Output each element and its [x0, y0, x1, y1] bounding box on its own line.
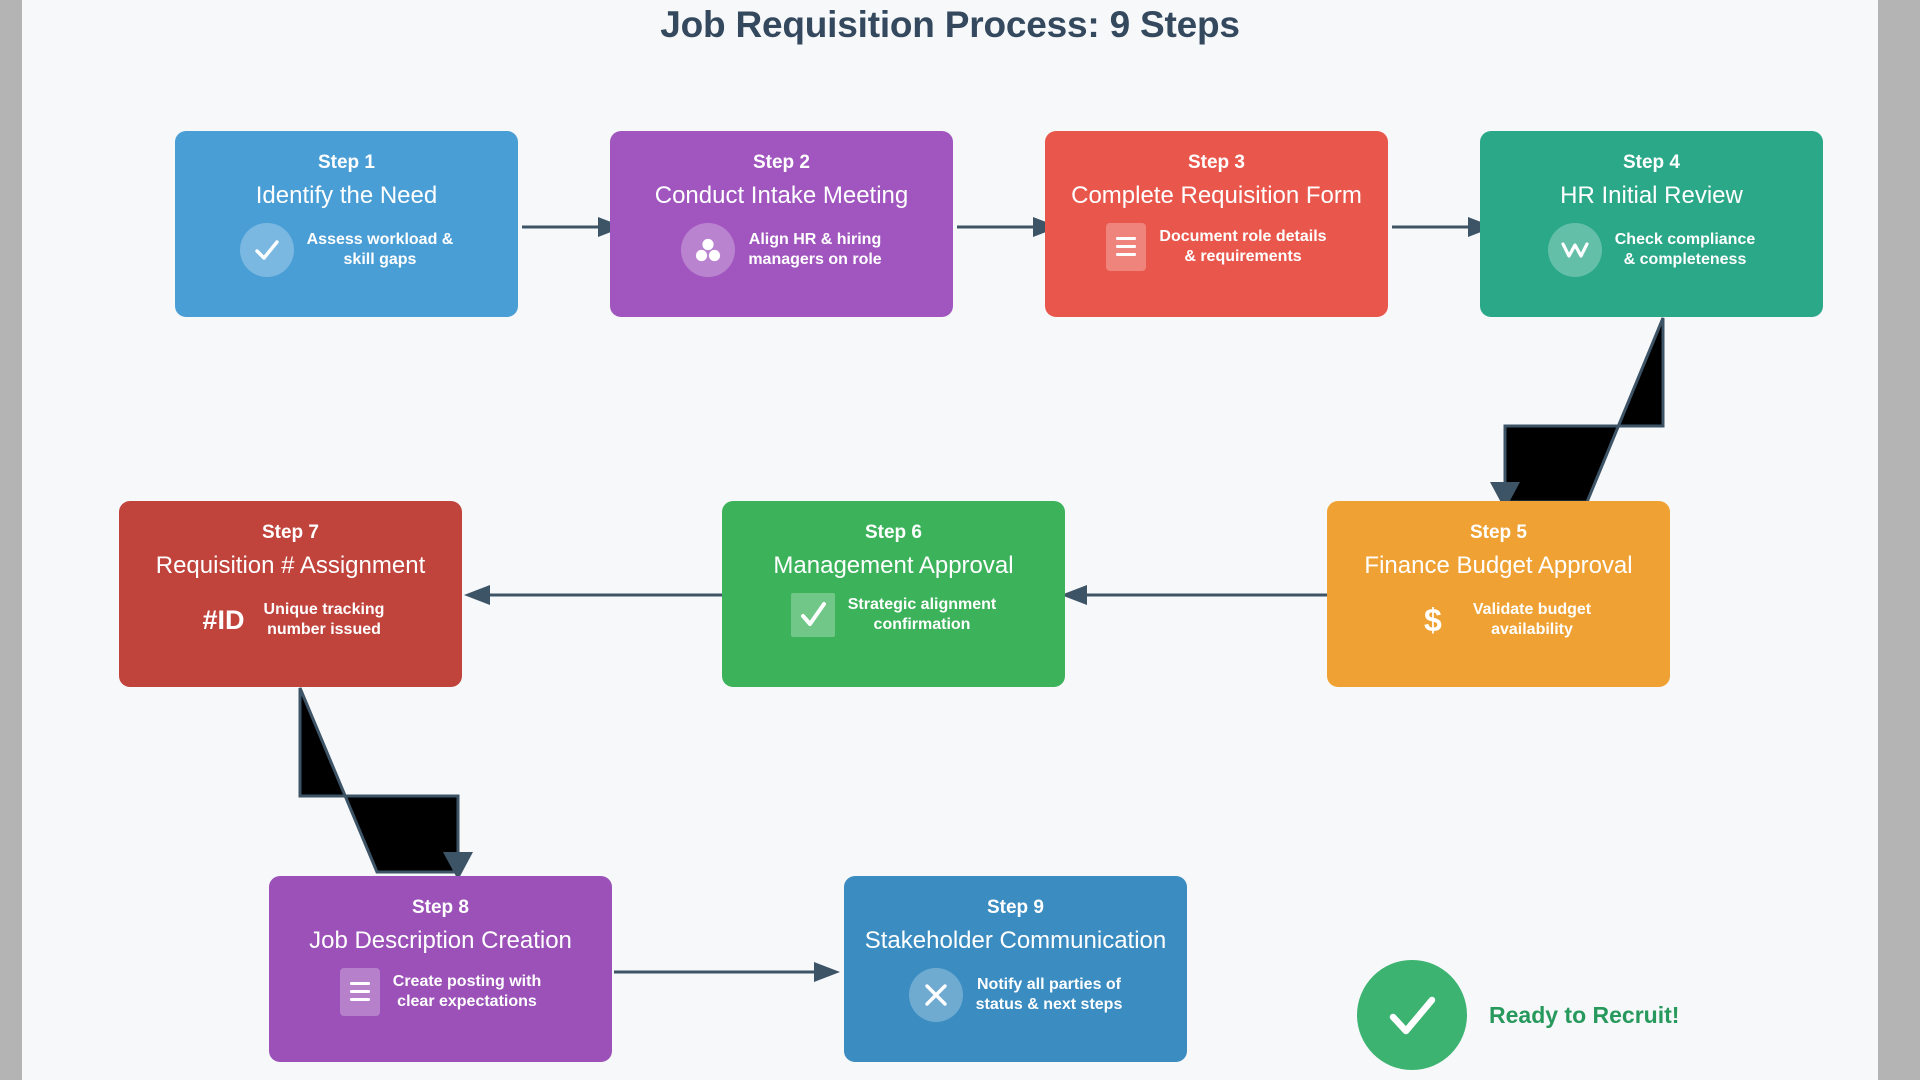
step-body: Create posting with clear expectations: [269, 968, 612, 1016]
step-body: Check compliance & completeness: [1480, 223, 1823, 277]
step-title: Identify the Need: [255, 182, 438, 209]
step-body: $ Validate budget availability: [1327, 593, 1670, 647]
step-title: Management Approval: [773, 552, 1014, 579]
step-description: Validate budget availability: [1472, 600, 1592, 638]
step-title: Finance Budget Approval: [1364, 552, 1633, 579]
step-body: Document role details & requirements: [1045, 223, 1388, 271]
step-title: Conduct Intake Meeting: [654, 182, 909, 209]
document-lines-icon: [1106, 223, 1147, 271]
id-hash-label: #ID: [202, 604, 245, 635]
dollar-sign-icon: $: [1423, 602, 1442, 638]
broadcast-cross-icon: [908, 968, 963, 1022]
step-description: Assess workload & skill gaps: [306, 230, 454, 268]
page-title: Job Requisition Process: 9 Steps: [660, 4, 1240, 45]
step-title: Complete Requisition Form: [1071, 182, 1362, 209]
connector-step8-to-step9: [614, 960, 844, 984]
step-number: Step 7: [261, 522, 320, 543]
id-hash-icon: #ID: [197, 593, 251, 647]
pulse-zigzag-icon: [1547, 223, 1602, 277]
step-description: Unique tracking number issued: [263, 600, 385, 638]
connector-step5-to-step6: [1059, 583, 1329, 607]
step-body: Assess workload & skill gaps: [175, 223, 518, 277]
step-number: Step 1: [317, 152, 376, 173]
step-card-4[interactable]: Step 4 HR Initial Review Check complianc…: [1480, 131, 1823, 317]
step-description: Document role details & requirements: [1159, 227, 1327, 265]
step-number: Step 8: [411, 897, 470, 918]
step-card-5[interactable]: Step 5 Finance Budget Approval $ Validat…: [1327, 501, 1670, 687]
step-card-7[interactable]: Step 7 Requisition # Assignment #ID Uniq…: [119, 501, 462, 687]
diagram-canvas: Job Requisition Process: 9 Steps: [22, 0, 1878, 1080]
step-number: Step 3: [1187, 152, 1246, 173]
document-lines-icon: [339, 968, 380, 1016]
step-number: Step 6: [864, 522, 923, 543]
step-card-8[interactable]: Step 8 Job Description Creation Create p…: [269, 876, 612, 1062]
step-body: Notify all parties of status & next step…: [844, 968, 1187, 1022]
step-number: Step 5: [1469, 522, 1528, 543]
step-number: Step 9: [986, 897, 1045, 918]
step-description: Strategic alignment confirmation: [847, 595, 997, 633]
ready-to-recruit-label: Ready to Recruit!: [1489, 1001, 1680, 1028]
step-card-6[interactable]: Step 6 Management Approval Strategic ali…: [722, 501, 1065, 687]
ready-to-recruit-badge: Ready to Recruit!: [1357, 960, 1679, 1070]
step-description: Check compliance & completeness: [1614, 230, 1756, 268]
step-body: #ID Unique tracking number issued: [119, 593, 462, 647]
step-title: HR Initial Review: [1560, 182, 1743, 209]
checkbox-check-icon: [790, 593, 835, 637]
step-title: Job Description Creation: [309, 927, 572, 954]
connector-step7-to-step8: [267, 682, 487, 882]
step-card-3[interactable]: Step 3 Complete Requisition Form Documen…: [1045, 131, 1388, 317]
step-number: Step 4: [1622, 152, 1681, 173]
step-description: Notify all parties of status & next step…: [975, 975, 1123, 1013]
step-number: Step 2: [752, 152, 811, 173]
step-card-1[interactable]: Step 1 Identify the Need Assess workload…: [175, 131, 518, 317]
connector-step4-to-step5: [1477, 312, 1697, 512]
step-body: Strategic alignment confirmation: [722, 593, 1065, 637]
step-title: Requisition # Assignment: [155, 552, 426, 579]
check-circle-icon: [239, 223, 294, 277]
step-card-2[interactable]: Step 2 Conduct Intake Meeting Align HR &…: [610, 131, 953, 317]
step-card-9[interactable]: Step 9 Stakeholder Communication Notify …: [844, 876, 1187, 1062]
step-body: Align HR & hiring managers on role: [610, 223, 953, 277]
people-group-icon: [681, 223, 736, 277]
step-description: Create posting with clear expectations: [392, 972, 542, 1010]
step-description: Align HR & hiring managers on role: [748, 230, 882, 268]
check-circle-icon: [1357, 960, 1467, 1070]
connector-step6-to-step7: [462, 583, 732, 607]
step-title: Stakeholder Communication: [864, 927, 1167, 954]
